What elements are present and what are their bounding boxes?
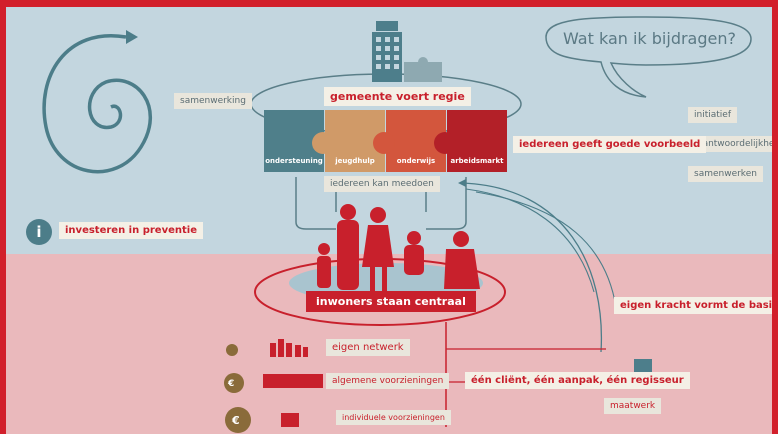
puzzle-label: ondersteuning (265, 157, 323, 165)
infographic-canvas: ondersteuning jeugdhulp onderwijs arbeid… (6, 7, 772, 434)
label-inwoners: inwoners staan centraal (306, 291, 476, 312)
family-icon (270, 339, 308, 357)
speech-bubble (545, 16, 752, 98)
euro-icon: € (232, 414, 240, 427)
label-meedoen: iedereen kan meedoen (324, 176, 440, 192)
connector-left (295, 177, 336, 230)
grid-building-icon (263, 374, 323, 427)
bubble-text: Wat kan ik bijdragen? (563, 29, 736, 48)
label-eigen-kracht: eigen kracht vormt de basis (614, 297, 772, 314)
puzzle-piece-arbeidsmarkt: arbeidsmarkt (447, 110, 507, 172)
label-individuele: individuele voorzieningen (336, 410, 451, 425)
puzzle-label: onderwijs (396, 157, 436, 165)
label-eigen-netwerk: eigen netwerk (326, 339, 410, 356)
label-investeren: investeren in preventie (59, 222, 203, 239)
label-samenwerken: samenwerken (688, 166, 763, 182)
connector-right (426, 177, 467, 230)
label-samenwerking: samenwerking (174, 93, 252, 109)
arrow-meedoen-head (458, 179, 466, 187)
arrow-meedoen (461, 182, 603, 353)
spiral-arrow-icon (126, 30, 138, 44)
label-algemene: algemene voorzieningen (326, 373, 450, 389)
arrow-client-2 (475, 191, 617, 308)
label-initiatief: initiatief (688, 107, 737, 123)
label-client: één cliënt, één aanpak, één regisseur (465, 372, 690, 389)
spiral-icon (42, 34, 153, 174)
puzzle-piece-jeugdhulp: jeugdhulp (325, 110, 385, 172)
puzzle-label: arbeidsmarkt (450, 157, 504, 165)
label-gemeente: gemeente voert regie (324, 87, 471, 106)
label-maatwerk: maatwerk (604, 398, 662, 414)
euro-icon: € (228, 379, 235, 389)
puzzle-label: jeugdhulp (335, 157, 375, 165)
diagram-art (42, 16, 752, 433)
money-bag-icon (224, 344, 251, 433)
people-icon (317, 204, 480, 291)
small-building-icon (634, 359, 652, 373)
label-voorbeeld: iedereen geeft goede voorbeeld (513, 136, 707, 153)
building-icon (372, 21, 442, 82)
info-icon[interactable]: i (26, 219, 52, 245)
arrow-client (465, 188, 595, 293)
